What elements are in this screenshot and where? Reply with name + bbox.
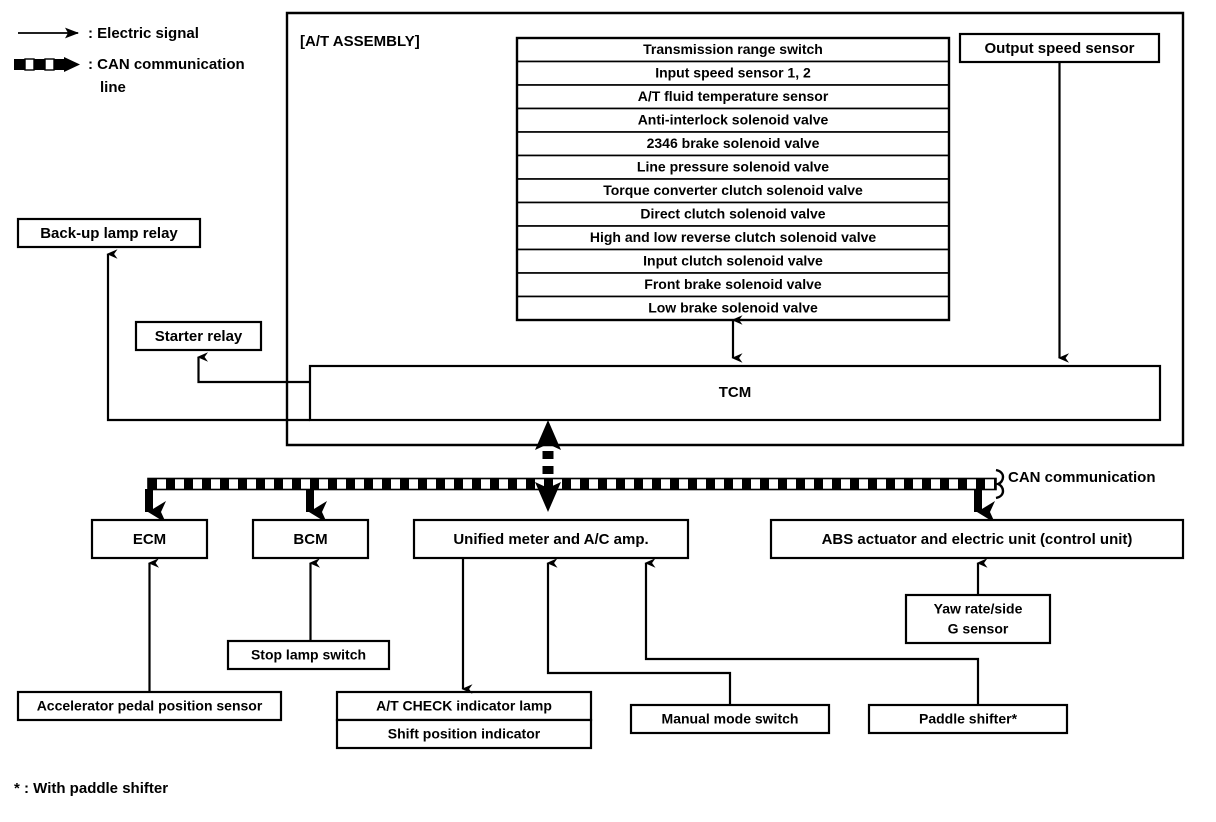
manual-mode-switch-node[interactable]: Manual mode switch	[629, 703, 831, 735]
unified-meter-label: Unified meter and A/C amp.	[453, 531, 648, 548]
backup-lamp-relay-node[interactable]: Back-up lamp relay	[16, 217, 202, 249]
yaw-rate-sensor-label-1: Yaw rate/side	[934, 601, 1023, 617]
component-list-row-label: Low brake solenoid valve	[648, 299, 818, 315]
accelerator-pedal-sensor-box[interactable]	[16, 690, 283, 722]
can-bus-label: CAN communication	[1008, 469, 1156, 486]
accelerator-pedal-sensor-label: Accelerator pedal position sensor	[37, 698, 263, 714]
wire-tcm-to-starter-relay	[197, 352, 310, 384]
abs-actuator-box[interactable]	[769, 518, 1185, 560]
at-assembly-border	[285, 11, 1185, 447]
starter-relay-node[interactable]: Starter relay	[134, 320, 263, 352]
component-list-row-label: High and low reverse clutch solenoid val…	[590, 229, 877, 245]
legend-can-line-label-1: : CAN communication	[88, 56, 245, 73]
component-list-row-label: Front brake solenoid valve	[644, 276, 822, 292]
can-bus-end-hook	[994, 468, 1005, 500]
output-speed-sensor-node[interactable]: Output speed sensor	[958, 32, 1161, 64]
unified-meter-box[interactable]	[412, 518, 690, 560]
component-list-row-label: 2346 brake solenoid valve	[647, 135, 820, 151]
starter-relay-box[interactable]	[134, 320, 263, 352]
legend-can-line-arrow	[14, 57, 80, 72]
accelerator-pedal-sensor-node[interactable]: Accelerator pedal position sensor	[16, 690, 283, 722]
stop-lamp-switch-box[interactable]	[226, 639, 391, 671]
legend-can-line-label-2: line	[100, 79, 126, 96]
bcm-label: BCM	[293, 531, 327, 548]
abs-actuator-node[interactable]: ABS actuator and electric unit (control …	[769, 518, 1185, 560]
component-list-row-label: Torque converter clutch solenoid valve	[603, 182, 863, 198]
unified-meter-node[interactable]: Unified meter and A/C amp.	[412, 518, 690, 560]
output-speed-sensor-box[interactable]	[958, 32, 1161, 64]
backup-lamp-relay-label: Back-up lamp relay	[40, 225, 178, 242]
component-list-row-label: Direct clutch solenoid valve	[640, 205, 825, 221]
component-list-row-label: Anti-interlock solenoid valve	[638, 111, 829, 127]
footnote-paddle-shifter: * : With paddle shifter	[14, 780, 168, 797]
yaw-rate-sensor-box[interactable]	[904, 593, 1052, 645]
tcm-node[interactable]: TCM	[308, 364, 1162, 422]
at-check-indicator-box[interactable]	[335, 690, 593, 722]
legend: : Electric signal : CAN communication li…	[14, 25, 245, 96]
can-trunk-arrow-up	[535, 420, 561, 450]
manual-mode-switch-label: Manual mode switch	[662, 711, 799, 727]
paddle-shifter-node[interactable]: Paddle shifter*	[867, 703, 1069, 735]
output-speed-sensor-label: Output speed sensor	[984, 40, 1134, 57]
at-assembly-title: [A/T ASSEMBLY]	[300, 33, 420, 50]
at-check-indicator-node[interactable]: A/T CHECK indicator lamp	[335, 690, 593, 722]
component-list-row-label: Input speed sensor 1, 2	[655, 64, 811, 80]
component-list-row-label: A/T fluid temperature sensor	[638, 88, 829, 104]
wire-manual-mode-to-unified-meter	[546, 558, 732, 705]
abs-actuator-label: ABS actuator and electric unit (control …	[822, 531, 1133, 548]
bcm-node[interactable]: BCM	[251, 518, 370, 560]
ecm-label: ECM	[133, 531, 166, 548]
stop-lamp-switch-label: Stop lamp switch	[251, 647, 366, 663]
legend-electric-signal-label: : Electric signal	[88, 25, 199, 42]
backup-lamp-relay-box[interactable]	[16, 217, 202, 249]
component-list-row-label: Input clutch solenoid valve	[643, 252, 823, 268]
wire-tcm-to-backup-lamp-relay	[106, 249, 310, 422]
ecm-box[interactable]	[90, 518, 209, 560]
paddle-shifter-label: Paddle shifter*	[919, 711, 1018, 727]
can-bus: CAN communication	[147, 468, 1156, 500]
bcm-box[interactable]	[251, 518, 370, 560]
component-list-row-label: Line pressure solenoid valve	[637, 158, 829, 174]
at-check-indicator-label: A/T CHECK indicator lamp	[376, 698, 552, 714]
paddle-shifter-box[interactable]	[867, 703, 1069, 735]
stop-lamp-switch-node[interactable]: Stop lamp switch	[226, 639, 391, 671]
component-list-row-label: Transmission range switch	[643, 41, 823, 57]
ecm-node[interactable]: ECM	[90, 518, 209, 560]
yaw-rate-sensor-label-2: G sensor	[948, 621, 1009, 637]
tcm-label: TCM	[719, 384, 752, 401]
shift-position-indicator-node[interactable]: Shift position indicator	[335, 718, 593, 750]
tcm-box[interactable]	[308, 364, 1162, 422]
shift-position-indicator-box[interactable]	[335, 718, 593, 750]
starter-relay-label: Starter relay	[155, 328, 243, 345]
wire-paddle-shifter-to-unified-meter	[644, 558, 980, 705]
yaw-rate-sensor-node[interactable]: Yaw rate/side G sensor	[904, 593, 1052, 645]
shift-position-indicator-label: Shift position indicator	[388, 726, 541, 742]
